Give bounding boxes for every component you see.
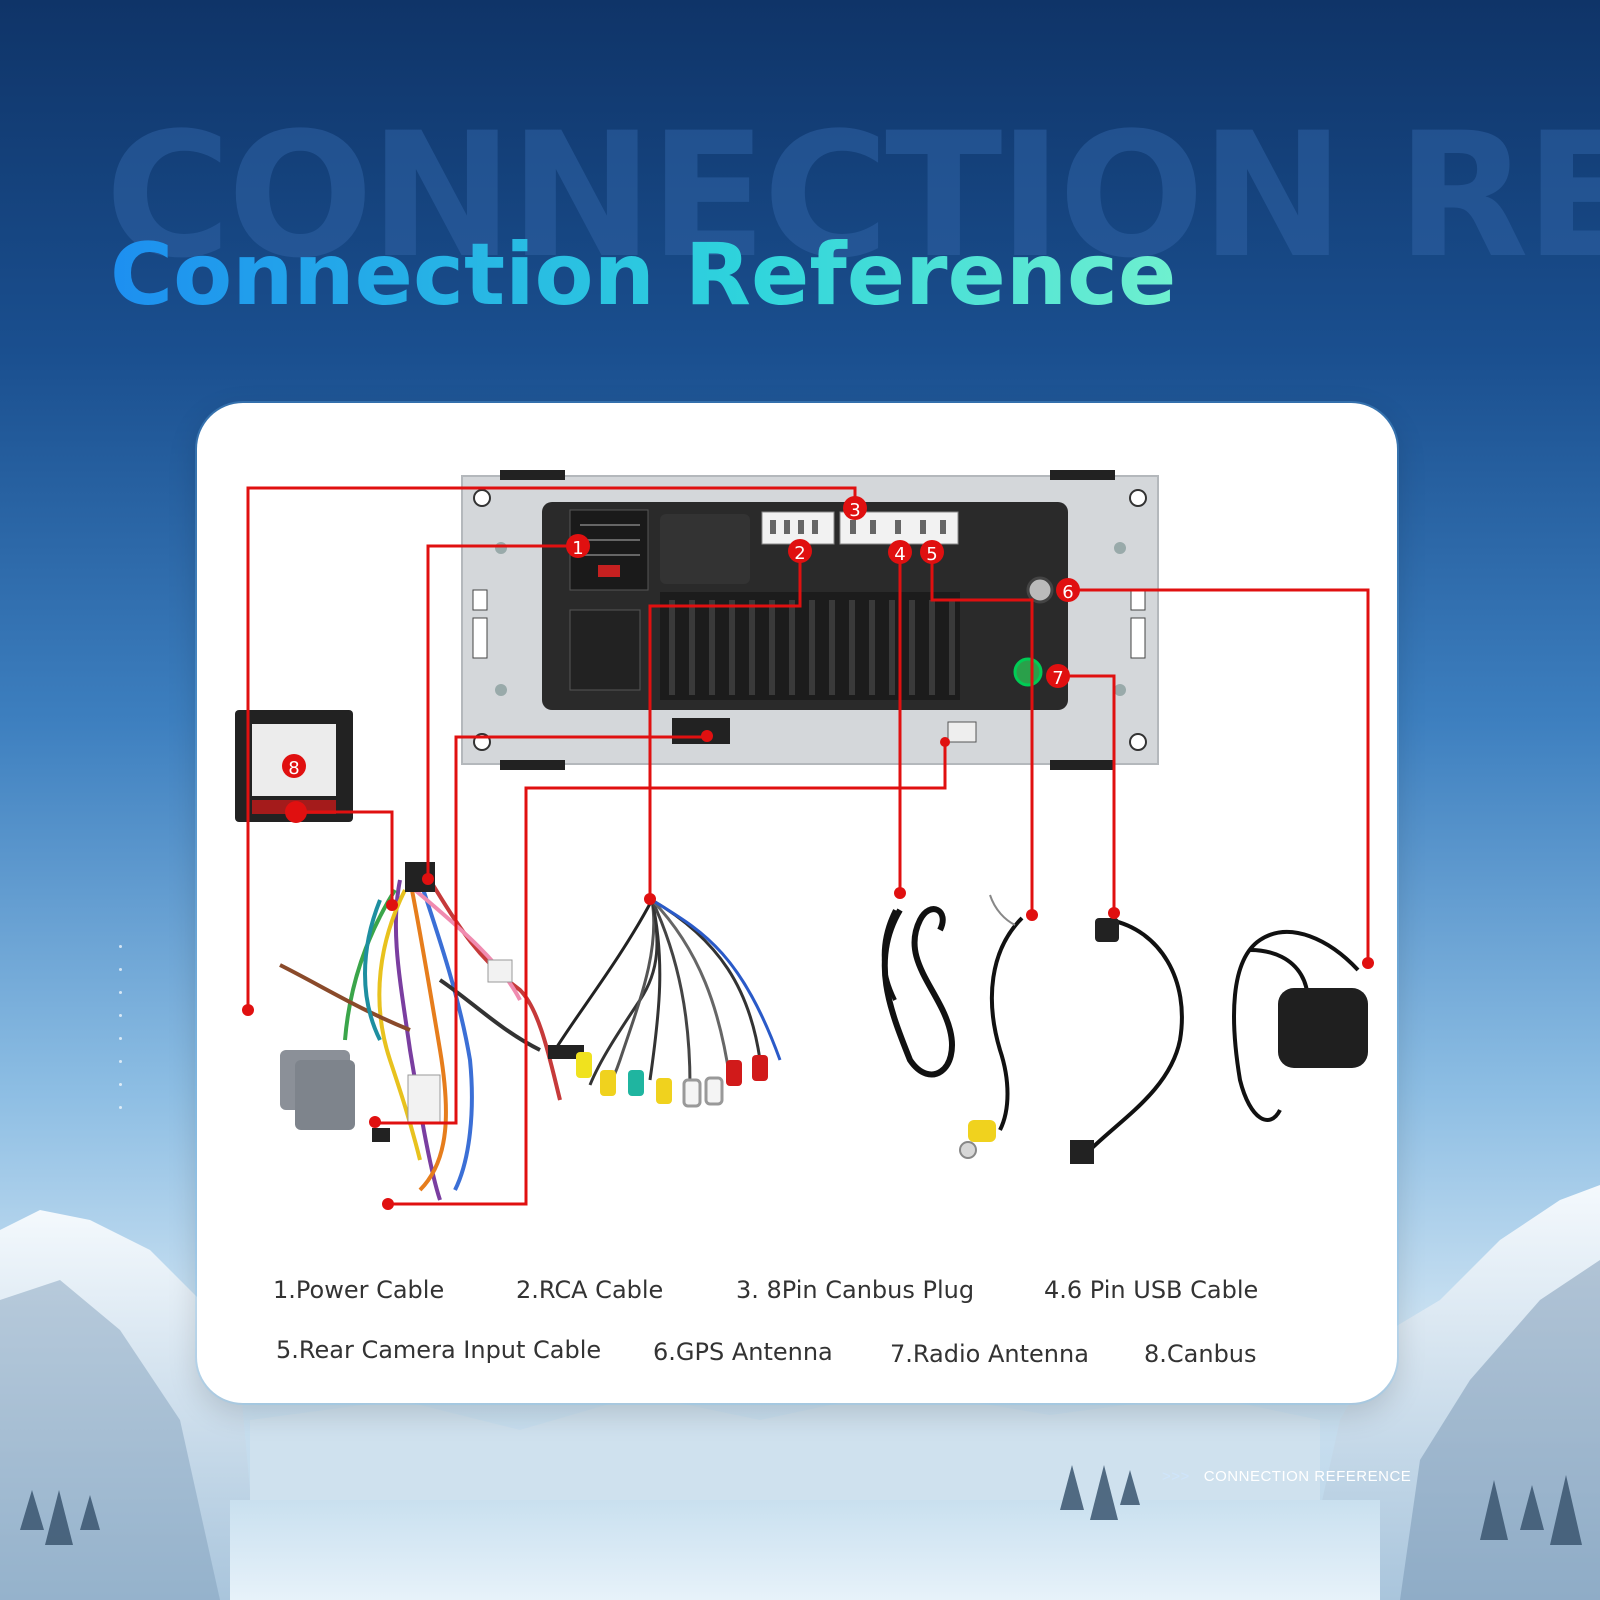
svg-text:2: 2 (794, 543, 805, 564)
marker-3: 3 (843, 496, 867, 521)
page-title: Connection Reference (110, 225, 1177, 325)
marker-6: 6 (1056, 578, 1080, 603)
marker-7: 7 (1046, 664, 1070, 689)
marker-4: 4 (888, 540, 912, 565)
head-unit-back (461, 470, 1159, 770)
decorative-dots (119, 945, 123, 1129)
background-title: CONNECTION REFERENCE (105, 110, 1600, 282)
rear-camera-cable (959, 894, 1024, 1159)
usb-cable (881, 906, 955, 1078)
legend-item-radio-antenna: 7.Radio Antenna (890, 1340, 1089, 1368)
svg-text:4: 4 (894, 544, 905, 565)
chevrons-icon: >>> (1162, 1468, 1190, 1485)
marker-5: 5 (920, 540, 944, 565)
radio-antenna-cable (1070, 918, 1184, 1164)
legend-item-usb-cable: 4.6 Pin USB Cable (1044, 1276, 1259, 1304)
footer-text: CONNECTION REFERENCE (1203, 1468, 1412, 1485)
legend-item-gps-antenna: 6.GPS Antenna (653, 1338, 833, 1366)
marker-8: 8 (282, 754, 306, 779)
legend-item-rear-camera-cable: 5.Rear Camera Input Cable (276, 1336, 602, 1364)
power-harness (279, 862, 562, 1201)
terminal-dots (242, 730, 1374, 1210)
gps-antenna (1232, 930, 1368, 1122)
footer-caption: >>> CONNECTION REFERENCE (1162, 1468, 1411, 1485)
legend-item-power-cable: 1.Power Cable (273, 1276, 445, 1304)
legend-item-canbus-plug: 3. 8Pin Canbus Plug (736, 1276, 975, 1304)
legend-item-rca-cable: 2.RCA Cable (516, 1276, 664, 1304)
rca-cable (548, 898, 782, 1108)
legend-item-canbus: 8.Canbus (1144, 1340, 1257, 1368)
svg-text:7: 7 (1052, 668, 1063, 689)
svg-text:8: 8 (288, 758, 299, 779)
svg-text:1: 1 (572, 538, 583, 559)
marker-1: 1 (566, 534, 590, 559)
marker-2: 2 (788, 539, 812, 564)
svg-text:6: 6 (1062, 582, 1073, 603)
svg-text:3: 3 (849, 500, 860, 521)
svg-text:5: 5 (926, 544, 937, 565)
